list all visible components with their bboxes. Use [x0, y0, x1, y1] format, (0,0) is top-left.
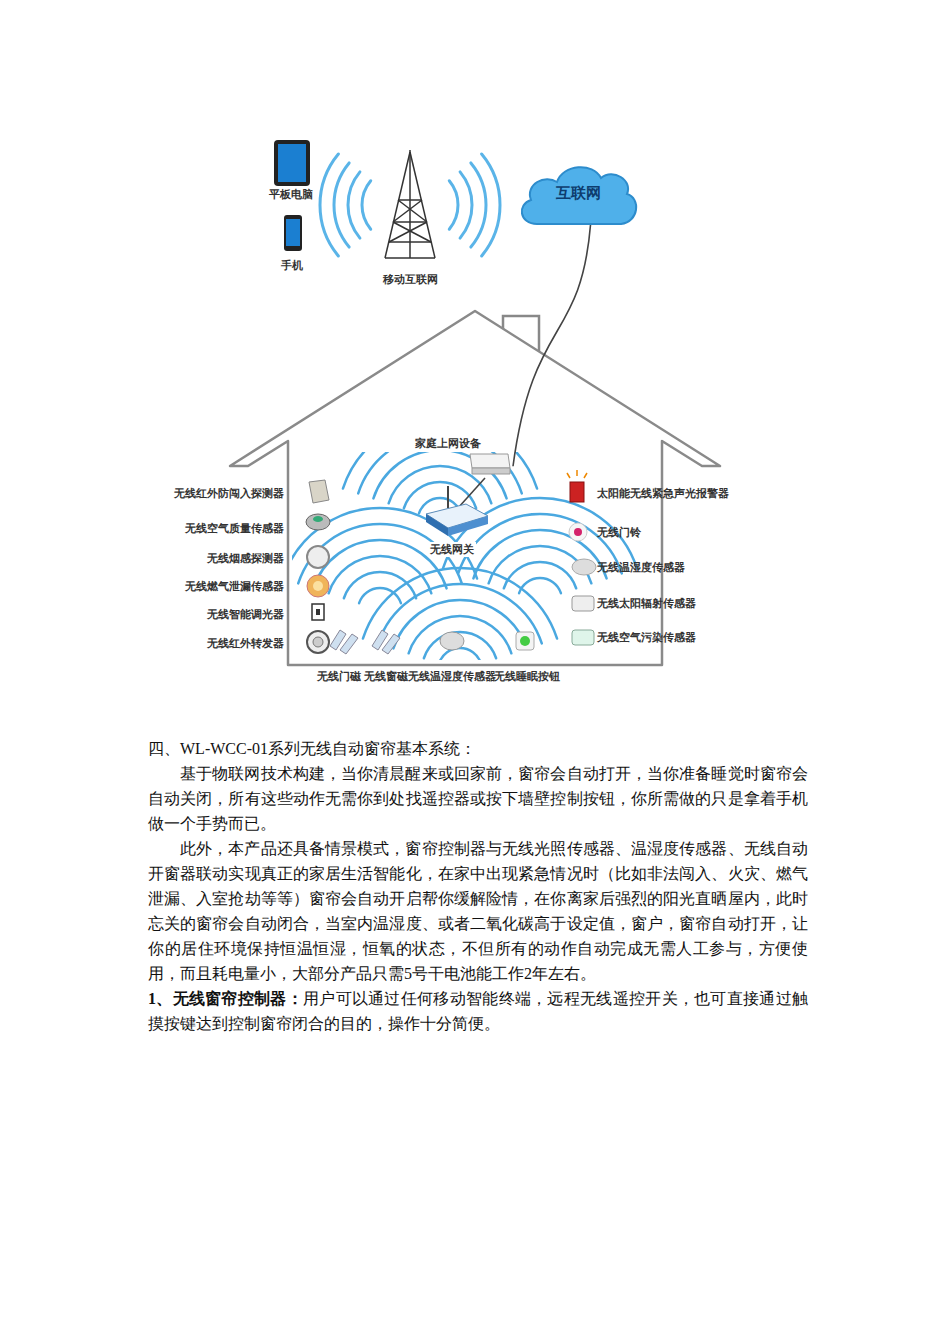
- diagram-label: 无线烟感探测器: [207, 552, 284, 565]
- paragraph: 此外，本产品还具备情景模式，窗帘控制器与无线光照传感器、温湿度传感器、无线自动开…: [148, 836, 808, 986]
- wave-arc: [473, 530, 606, 578]
- wave-arc: [348, 172, 360, 238]
- modem-icon: [470, 454, 510, 468]
- wave-arc: [313, 540, 446, 588]
- sensor-icons-bottom: [330, 630, 534, 654]
- cable-line: [513, 224, 591, 466]
- diagram-label: 无线睡眠按钮: [494, 670, 560, 683]
- diagram-label: 手机: [281, 259, 303, 272]
- diagram-label: 无线燃气泄漏传感器: [185, 580, 284, 593]
- wave-arc: [358, 452, 522, 493]
- list-item: 1、无线窗帘控制器：用户可以通过任何移动智能终端，远程无线遥控开关，也可直接通过…: [148, 986, 808, 1036]
- device-node: 无线网关: [418, 484, 494, 560]
- wave-arc: [460, 172, 472, 238]
- paragraph: 基于物联网技术构建，当你清晨醒来或回家前，窗帘会自动打开，当你准备睡觉时窗帘会自…: [148, 761, 808, 836]
- radio-waves: [320, 154, 500, 256]
- wave-arc: [320, 154, 338, 256]
- sensor-icons-left: [306, 480, 330, 653]
- cloud-shape: [522, 167, 636, 224]
- gateway-front: [448, 516, 488, 536]
- section-heading: 四、WL-WCC-01系列无线自动窗帘基本系统：: [148, 736, 808, 761]
- diagram-label: 无线门铃: [597, 526, 641, 539]
- tower-icon: [385, 150, 435, 258]
- wave-arc: [363, 568, 557, 638]
- item-heading: 1、无线窗帘控制器：: [148, 990, 303, 1007]
- wave-arc: [409, 616, 512, 653]
- wave-arc: [362, 181, 371, 229]
- diagram-label: 无线温湿度传感器: [408, 670, 496, 683]
- diagram-label: 无线红外转发器: [207, 637, 284, 650]
- gateway-side: [426, 514, 448, 536]
- device-node: 家庭上网设备: [413, 436, 513, 478]
- wave-arc: [329, 556, 432, 593]
- cable-line: [460, 478, 485, 506]
- body-text: 四、WL-WCC-01系列无线自动窗帘基本系统：基于物联网技术构建，当你清晨醒来…: [148, 736, 808, 1036]
- wave-arc: [471, 163, 486, 247]
- wave-arc: [424, 632, 496, 658]
- diagram-label: 太阳能无线紧急声光报警器: [597, 487, 729, 500]
- antenna: [447, 486, 449, 508]
- wifi-waves: [292, 452, 637, 660]
- wave-arc: [482, 154, 500, 256]
- diagram-label: 无线温湿度传感器: [597, 561, 685, 574]
- wave-arc: [439, 648, 481, 660]
- diagram-label: 无线门磁: [317, 670, 361, 683]
- sensor-icons-right: [567, 470, 596, 645]
- node-label: 无线网关: [428, 542, 476, 557]
- wave-arc: [343, 452, 537, 488]
- diagram-label: 无线窗磁: [364, 670, 408, 683]
- node-label: 互联网: [556, 184, 601, 203]
- wave-arc: [449, 181, 458, 229]
- diagram-label: 平板电脑: [269, 188, 313, 201]
- diagram-label: 无线空气污染传感器: [597, 631, 696, 644]
- cloud-node: 互联网: [515, 158, 641, 232]
- modem-base: [472, 468, 510, 474]
- diagram-label: 无线空气质量传感器: [185, 522, 284, 535]
- diagram-label: 无线红外防闯入探测器: [174, 487, 284, 500]
- diagram-label: 无线智能调光器: [207, 608, 284, 621]
- node-label: 家庭上网设备: [413, 436, 483, 451]
- diagram-label: 无线太阳辐射传感器: [597, 597, 696, 610]
- tablet-icon: [274, 140, 310, 186]
- phone-icon: [284, 215, 302, 251]
- diagram-label: 移动互联网: [383, 273, 438, 286]
- wave-arc: [334, 163, 349, 247]
